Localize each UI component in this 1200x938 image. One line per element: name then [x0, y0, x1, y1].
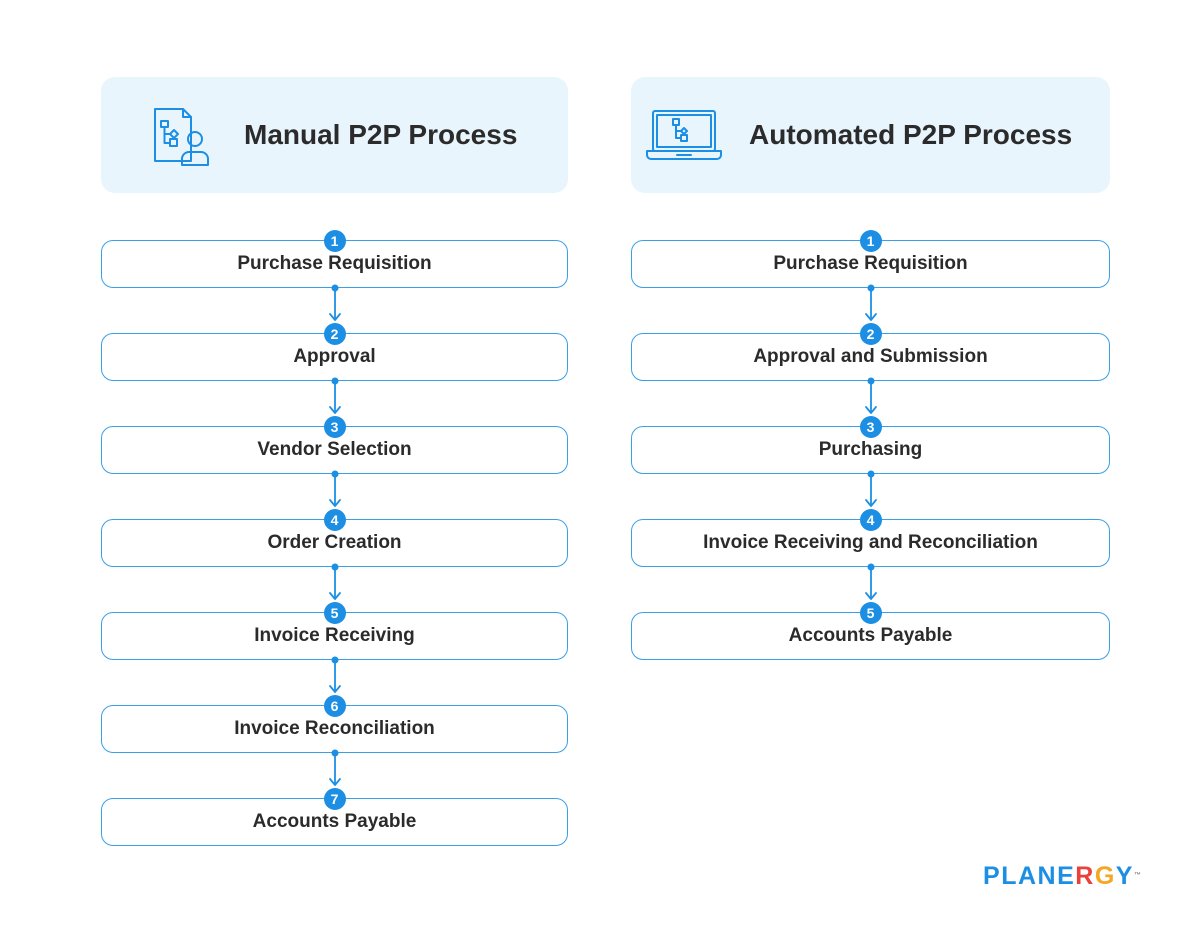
step-number-badge: 2 — [859, 323, 882, 345]
logo-letter: A — [1017, 862, 1038, 890]
step-number-badge: 5 — [323, 602, 346, 624]
arrow-down-icon — [328, 284, 341, 321]
logo-letter: R — [1075, 862, 1095, 890]
step-number-badge: 2 — [323, 323, 346, 345]
logo-letter: N — [1037, 862, 1058, 890]
step-label: Vendor Selection — [101, 426, 568, 474]
step-number-badge: 1 — [859, 230, 882, 252]
automated-header: Automated P2P Process — [631, 77, 1110, 193]
step-number-badge: 7 — [323, 788, 346, 810]
step-number-badge: 4 — [859, 509, 882, 531]
arrow-down-icon — [328, 377, 341, 414]
manual-header: Manual P2P Process — [101, 77, 568, 193]
logo-letter: L — [1001, 862, 1018, 890]
arrow-down-icon — [864, 284, 877, 321]
arrow-down-icon — [864, 377, 877, 414]
logo-letter: G — [1094, 862, 1116, 890]
arrow-down-icon — [328, 470, 341, 507]
laptop-flowchart-icon — [646, 110, 722, 160]
arrow-down-icon — [328, 749, 341, 786]
step-number-badge: 3 — [859, 416, 882, 438]
arrow-down-icon — [864, 470, 877, 507]
document-flowchart-user-icon — [154, 108, 209, 166]
manual-title: Manual P2P Process — [244, 119, 518, 150]
step-number-badge: 6 — [323, 695, 346, 717]
arrow-down-icon — [328, 563, 341, 600]
arrow-down-icon — [864, 563, 877, 600]
step-number-badge: 3 — [323, 416, 346, 438]
logo-letter: P — [983, 862, 1002, 890]
step-number-badge: 5 — [859, 602, 882, 624]
step-number-badge: 4 — [323, 509, 346, 531]
planergy-logo: PLANERGY™ — [983, 862, 1141, 890]
automated-title: Automated P2P Process — [749, 119, 1073, 150]
step-label: Purchase Requisition — [101, 240, 568, 288]
step-number-badge: 1 — [323, 230, 346, 252]
step-label: Purchase Requisition — [631, 240, 1110, 288]
logo-letter: Y — [1115, 862, 1134, 890]
arrow-down-icon — [328, 656, 341, 693]
logo-letter: E — [1057, 862, 1076, 890]
trademark-symbol: ™ — [1133, 872, 1141, 879]
